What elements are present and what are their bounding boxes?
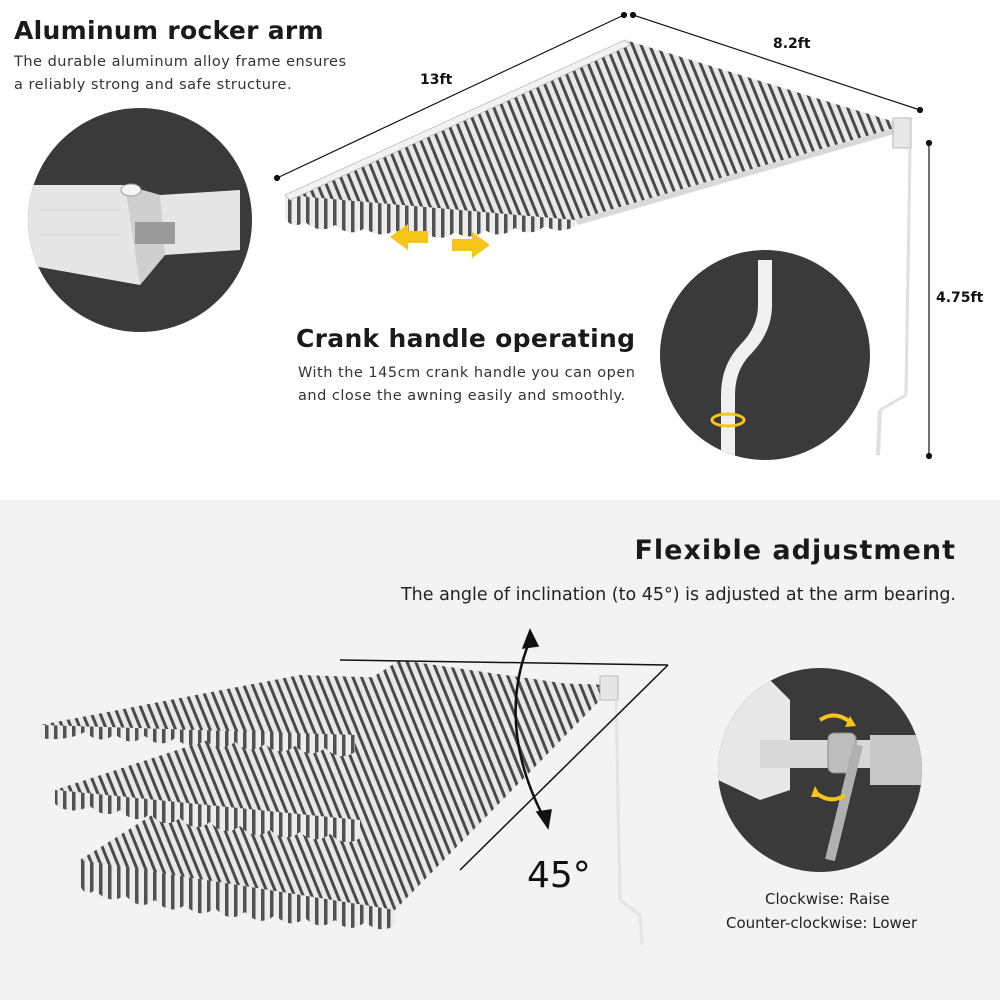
crank-desc-line2: and close the awning easily and smoothly…	[298, 388, 626, 404]
angle-indicator	[339, 628, 669, 871]
crank-desc-line1: With the 145cm crank handle you can open	[298, 365, 636, 381]
rocker-arm-desc-line2: a reliably strong and safe structure.	[14, 77, 293, 93]
awning-top-illustration	[284, 39, 912, 456]
caption-clockwise: Clockwise: Raise	[765, 890, 890, 908]
double-arrow-icon	[390, 224, 490, 258]
rocker-arm-closeup	[28, 108, 252, 332]
dimension-projection: 8.2ft	[773, 36, 811, 52]
crank-handle-closeup	[660, 250, 870, 460]
dimension-length: 13ft	[420, 72, 453, 88]
crank-title: Crank handle operating	[296, 324, 636, 353]
dimension-height: 4.75ft	[936, 290, 984, 306]
angle-label: 45°	[527, 855, 591, 896]
dimension-lines	[273, 11, 933, 460]
adjust-title: Flexible adjustment	[634, 535, 956, 566]
caption-counter-clockwise: Counter-clockwise: Lower	[726, 914, 918, 932]
awnings-angle-illustration	[40, 660, 644, 946]
adjust-subtitle: The angle of inclination (to 45°) is adj…	[400, 585, 956, 605]
rocker-arm-title: Aluminum rocker arm	[14, 16, 324, 45]
arm-bearing-closeup	[718, 668, 922, 872]
rocker-arm-desc-line1: The durable aluminum alloy frame ensures	[14, 54, 347, 70]
